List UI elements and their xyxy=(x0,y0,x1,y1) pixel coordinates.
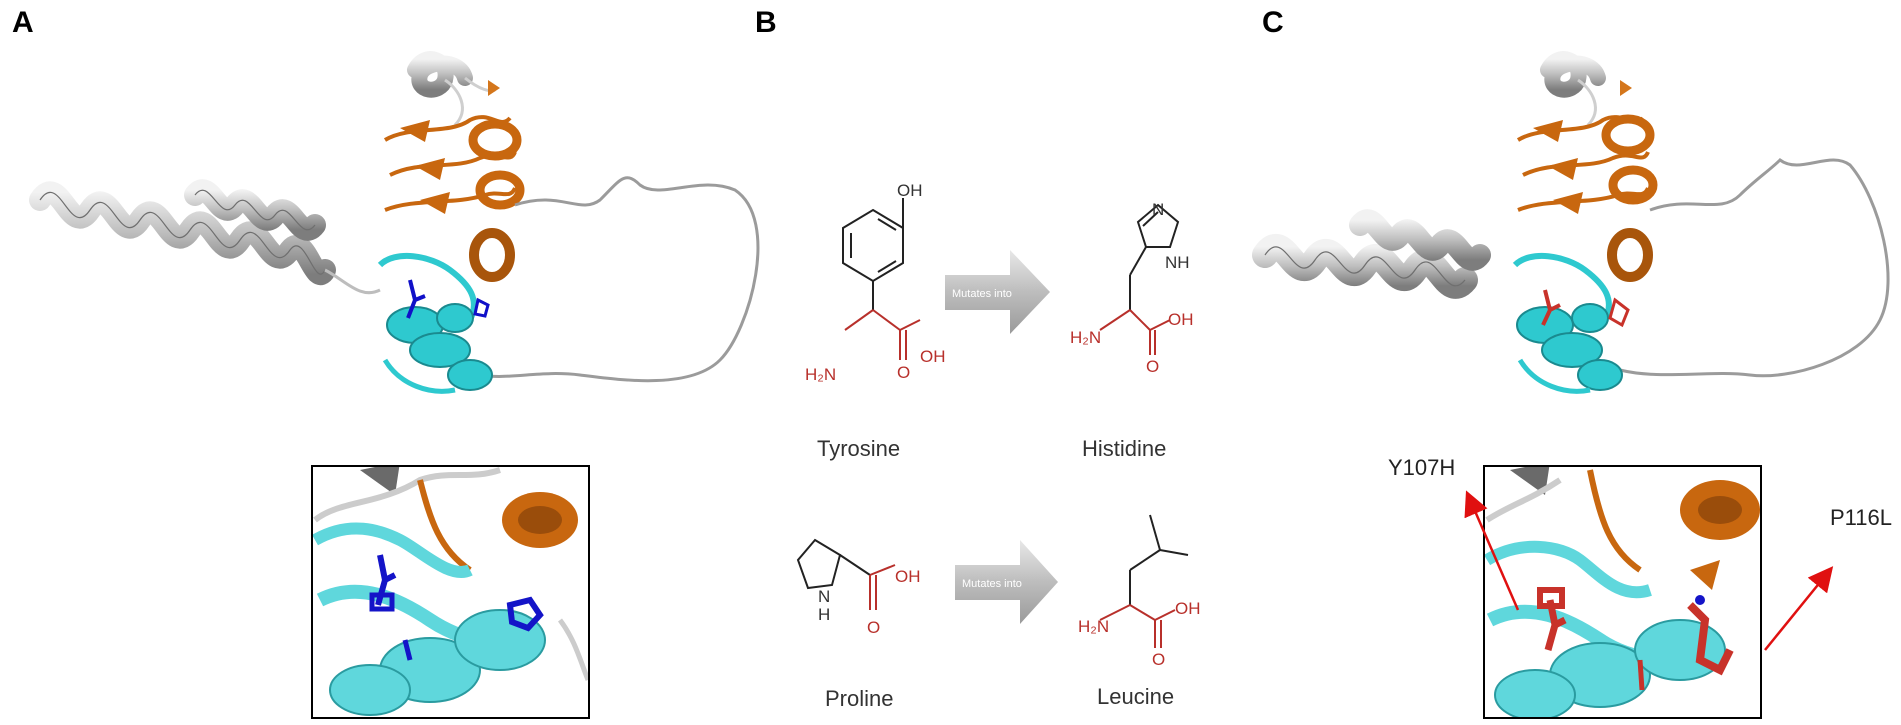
proline-o: O xyxy=(867,618,880,637)
leucine-o: O xyxy=(1152,650,1165,669)
proline-label: Proline xyxy=(825,686,893,711)
red-residues xyxy=(1541,289,1630,328)
cyan-domain-c xyxy=(1512,252,1623,394)
leucine-label: Leucine xyxy=(1097,684,1174,709)
top-helix xyxy=(407,51,496,127)
histidine-structure: N NH OH O H₂N xyxy=(1070,200,1194,376)
histidine-n: N xyxy=(1152,200,1164,219)
long-helix xyxy=(29,181,336,285)
proline-structure: N H OH O xyxy=(796,538,921,637)
leucine-h2n: H₂N xyxy=(1078,617,1109,636)
tyrosine-oh-acid: OH xyxy=(920,347,946,366)
top-helix-c xyxy=(1540,51,1632,127)
arrow-y107h xyxy=(1464,490,1520,611)
protein-structure-c xyxy=(1252,51,1890,394)
long-loop-c xyxy=(1619,158,1890,378)
tyrosine-label: Tyrosine xyxy=(817,436,900,461)
inset-zoom-c xyxy=(1483,465,1762,719)
mutation-label-p116l: P116L xyxy=(1830,505,1892,530)
panel-label-a: A xyxy=(12,6,34,39)
cyan-domain xyxy=(377,252,493,394)
short-helix-c xyxy=(1349,209,1491,271)
leucine-oh: OH xyxy=(1175,599,1201,618)
histidine-oh: OH xyxy=(1168,310,1194,329)
histidine-h2n: H₂N xyxy=(1070,328,1101,347)
blue-residues xyxy=(406,279,490,319)
histidine-nh: NH xyxy=(1165,253,1190,272)
protein-structure-a xyxy=(29,51,760,394)
panel-label-b: B xyxy=(755,6,777,39)
orange-domain-c xyxy=(1516,114,1658,282)
panel-label-c: C xyxy=(1262,6,1284,39)
proline-nh: N xyxy=(818,587,830,606)
arrow-p116l xyxy=(1764,566,1834,651)
orange-domain xyxy=(383,80,525,282)
histidine-label: Histidine xyxy=(1082,436,1166,461)
histidine-o: O xyxy=(1146,357,1159,376)
mutates-arrow-2: Mutates into xyxy=(955,540,1058,624)
tyrosine-o: O xyxy=(897,363,910,382)
leucine-structure: OH O H₂N xyxy=(1078,514,1201,669)
tyrosine-oh: OH xyxy=(897,181,923,200)
mutates-arrow-1: Mutates into xyxy=(945,250,1050,334)
long-loop xyxy=(479,176,760,383)
long-helix-c xyxy=(1252,234,1478,299)
tyrosine-h2n: H₂N xyxy=(805,365,836,384)
mutates-label-1: Mutates into xyxy=(952,288,1012,300)
inset-zoom-a xyxy=(311,465,590,719)
proline-h: H xyxy=(818,605,830,624)
tyrosine-structure: OH OH O H₂N xyxy=(805,181,946,384)
proline-oh: OH xyxy=(895,567,921,586)
short-helix xyxy=(184,179,326,241)
mutation-label-y107h: Y107H xyxy=(1388,455,1455,480)
mutates-label-2: Mutates into xyxy=(962,578,1022,590)
